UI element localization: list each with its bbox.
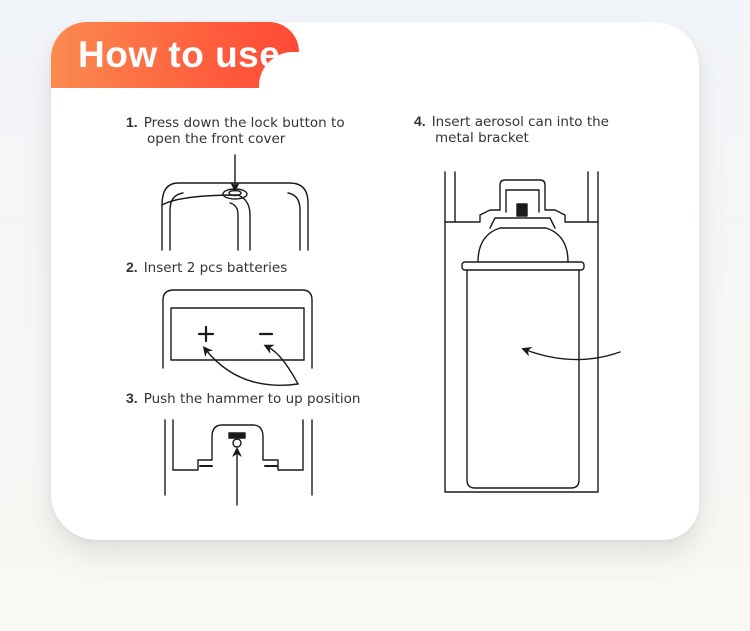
step-1-illustration	[161, 154, 309, 251]
step-1-caption: 1. Press down the lock button to open the…	[126, 115, 345, 147]
title-banner	[51, 22, 299, 88]
step-2-text: Insert 2 pcs batteries	[143, 260, 288, 276]
step-4-number: 4.	[414, 113, 426, 129]
page-title: How to use	[78, 34, 281, 75]
step-2-illustration	[162, 289, 313, 386]
step-3-illustration	[164, 419, 313, 506]
step-2-number: 2.	[126, 259, 138, 275]
instruction-card	[51, 22, 699, 540]
step-1-text-line2: open the front cover	[147, 131, 286, 147]
step-4-text-line1: Insert aerosol can into the	[431, 114, 609, 130]
step-3-caption: 3. Push the hammer to up position	[126, 391, 361, 407]
step-2-caption: 2. Insert 2 pcs batteries	[126, 260, 287, 276]
step-1-text-line1: Press down the lock button to	[143, 115, 345, 131]
step-3-number: 3.	[126, 390, 138, 406]
step-4-caption: 4. Insert aerosol can into the metal brac…	[414, 114, 609, 146]
step-4-illustration	[444, 171, 621, 493]
step-3-text: Push the hammer to up position	[143, 391, 361, 407]
step-1-number: 1.	[126, 114, 138, 130]
step-4-text-line2: metal bracket	[435, 130, 529, 146]
